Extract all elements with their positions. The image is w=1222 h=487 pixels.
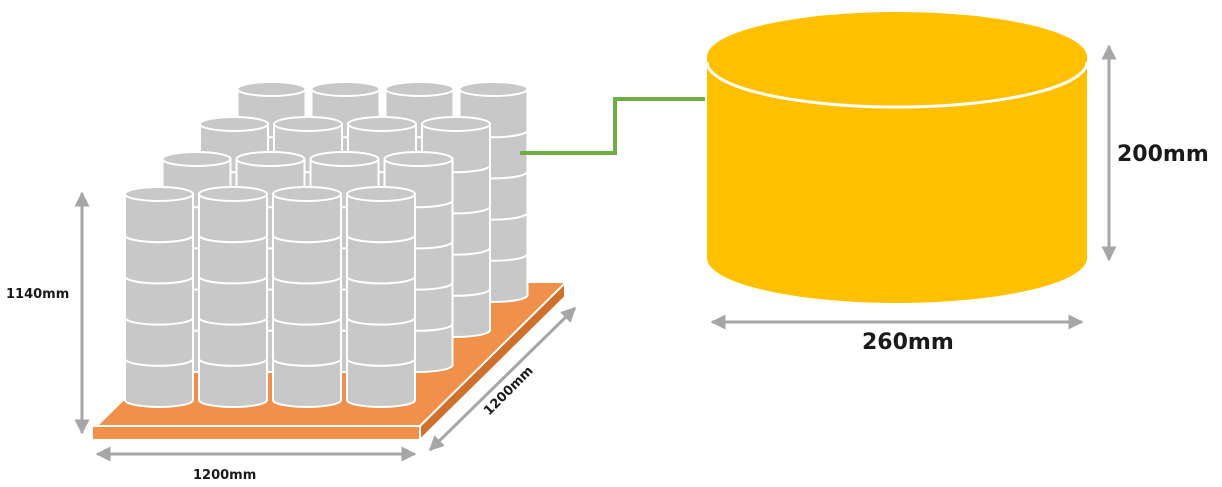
- drum-top: [383, 151, 454, 167]
- drum-top: [161, 151, 232, 167]
- pallet-height-label: 1140mm: [6, 287, 69, 302]
- can-body: [707, 57, 1087, 303]
- drum-layer-line: [124, 276, 194, 285]
- drum-top: [199, 116, 269, 132]
- drum-layer-line: [272, 234, 342, 244]
- drum-layer-line: [346, 358, 416, 367]
- drum-layer-line: [346, 276, 416, 285]
- can-cylinder: [705, 12, 1089, 303]
- drum-top: [346, 186, 416, 202]
- drum-top: [235, 151, 306, 167]
- drum-layer-line: [198, 358, 268, 367]
- pallet-front-edge: [91, 425, 421, 441]
- drum-stacks: [124, 81, 529, 408]
- drum-stack: [272, 186, 342, 408]
- drum-layer-line: [272, 317, 342, 326]
- can-rim-line: [705, 61, 1089, 109]
- drum-top: [384, 81, 455, 97]
- drum-top: [236, 81, 307, 97]
- drum-top: [458, 81, 529, 97]
- drum-layer-line: [272, 358, 342, 367]
- drum-body: [124, 193, 194, 408]
- drum-top: [272, 186, 342, 202]
- drum-top: [309, 151, 380, 167]
- drum-body: [198, 193, 268, 408]
- drum-layer-line: [198, 317, 268, 326]
- pallet-width-label: 1200mm: [193, 468, 256, 483]
- can-top: [707, 12, 1087, 102]
- drum-top: [198, 186, 268, 202]
- can-height-label: 200mm: [1117, 142, 1209, 167]
- drum-stack: [124, 186, 194, 408]
- drum-top: [273, 116, 343, 132]
- drum-layer-line: [346, 317, 416, 326]
- drum-stack: [198, 186, 268, 408]
- drum-top: [421, 116, 491, 132]
- connector-line: [520, 97, 705, 155]
- drum-top: [124, 186, 194, 202]
- drum-top: [310, 81, 381, 97]
- pallet-depth-arrow: [428, 306, 577, 452]
- drum-body: [272, 193, 342, 408]
- drum-layer-line: [346, 234, 416, 244]
- drum-layer-line: [124, 234, 194, 244]
- drum-top: [347, 116, 417, 132]
- drum-body: [346, 193, 416, 408]
- drum-layer-line: [124, 317, 194, 326]
- drum-stack: [346, 186, 416, 408]
- drum-layer-line: [272, 276, 342, 285]
- drum-layer-line: [198, 276, 268, 285]
- drum-layer-line: [198, 234, 268, 244]
- drum-layer-line: [124, 358, 194, 367]
- can-diameter-label: 260mm: [862, 330, 954, 355]
